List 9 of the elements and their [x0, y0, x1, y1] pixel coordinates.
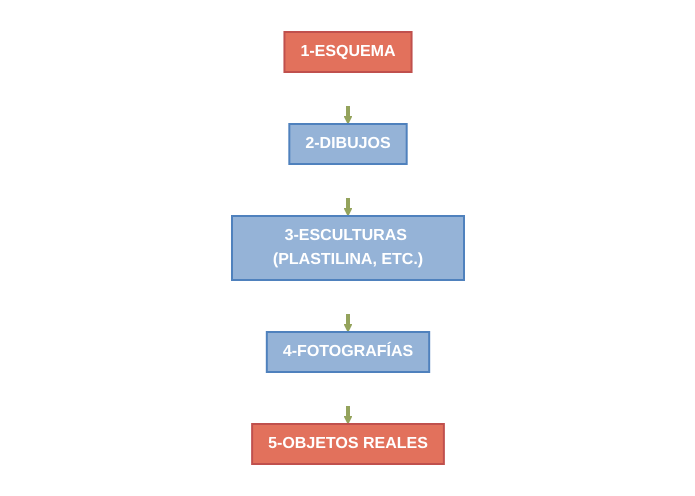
- node-box: 1-ESQUEMA: [282, 31, 412, 73]
- arrow: [343, 314, 352, 332]
- arrow: [343, 198, 352, 216]
- node-box: 3-ESCULTURAS (PLASTILINA, ETC.): [230, 215, 464, 281]
- node-box: 2-DIBUJOS: [288, 123, 408, 165]
- node-box: 4-FOTOGRAFÍAS: [265, 331, 430, 373]
- node-box: 5-OBJETOS REALES: [250, 423, 444, 465]
- arrow: [343, 106, 352, 124]
- arrow: [343, 406, 352, 424]
